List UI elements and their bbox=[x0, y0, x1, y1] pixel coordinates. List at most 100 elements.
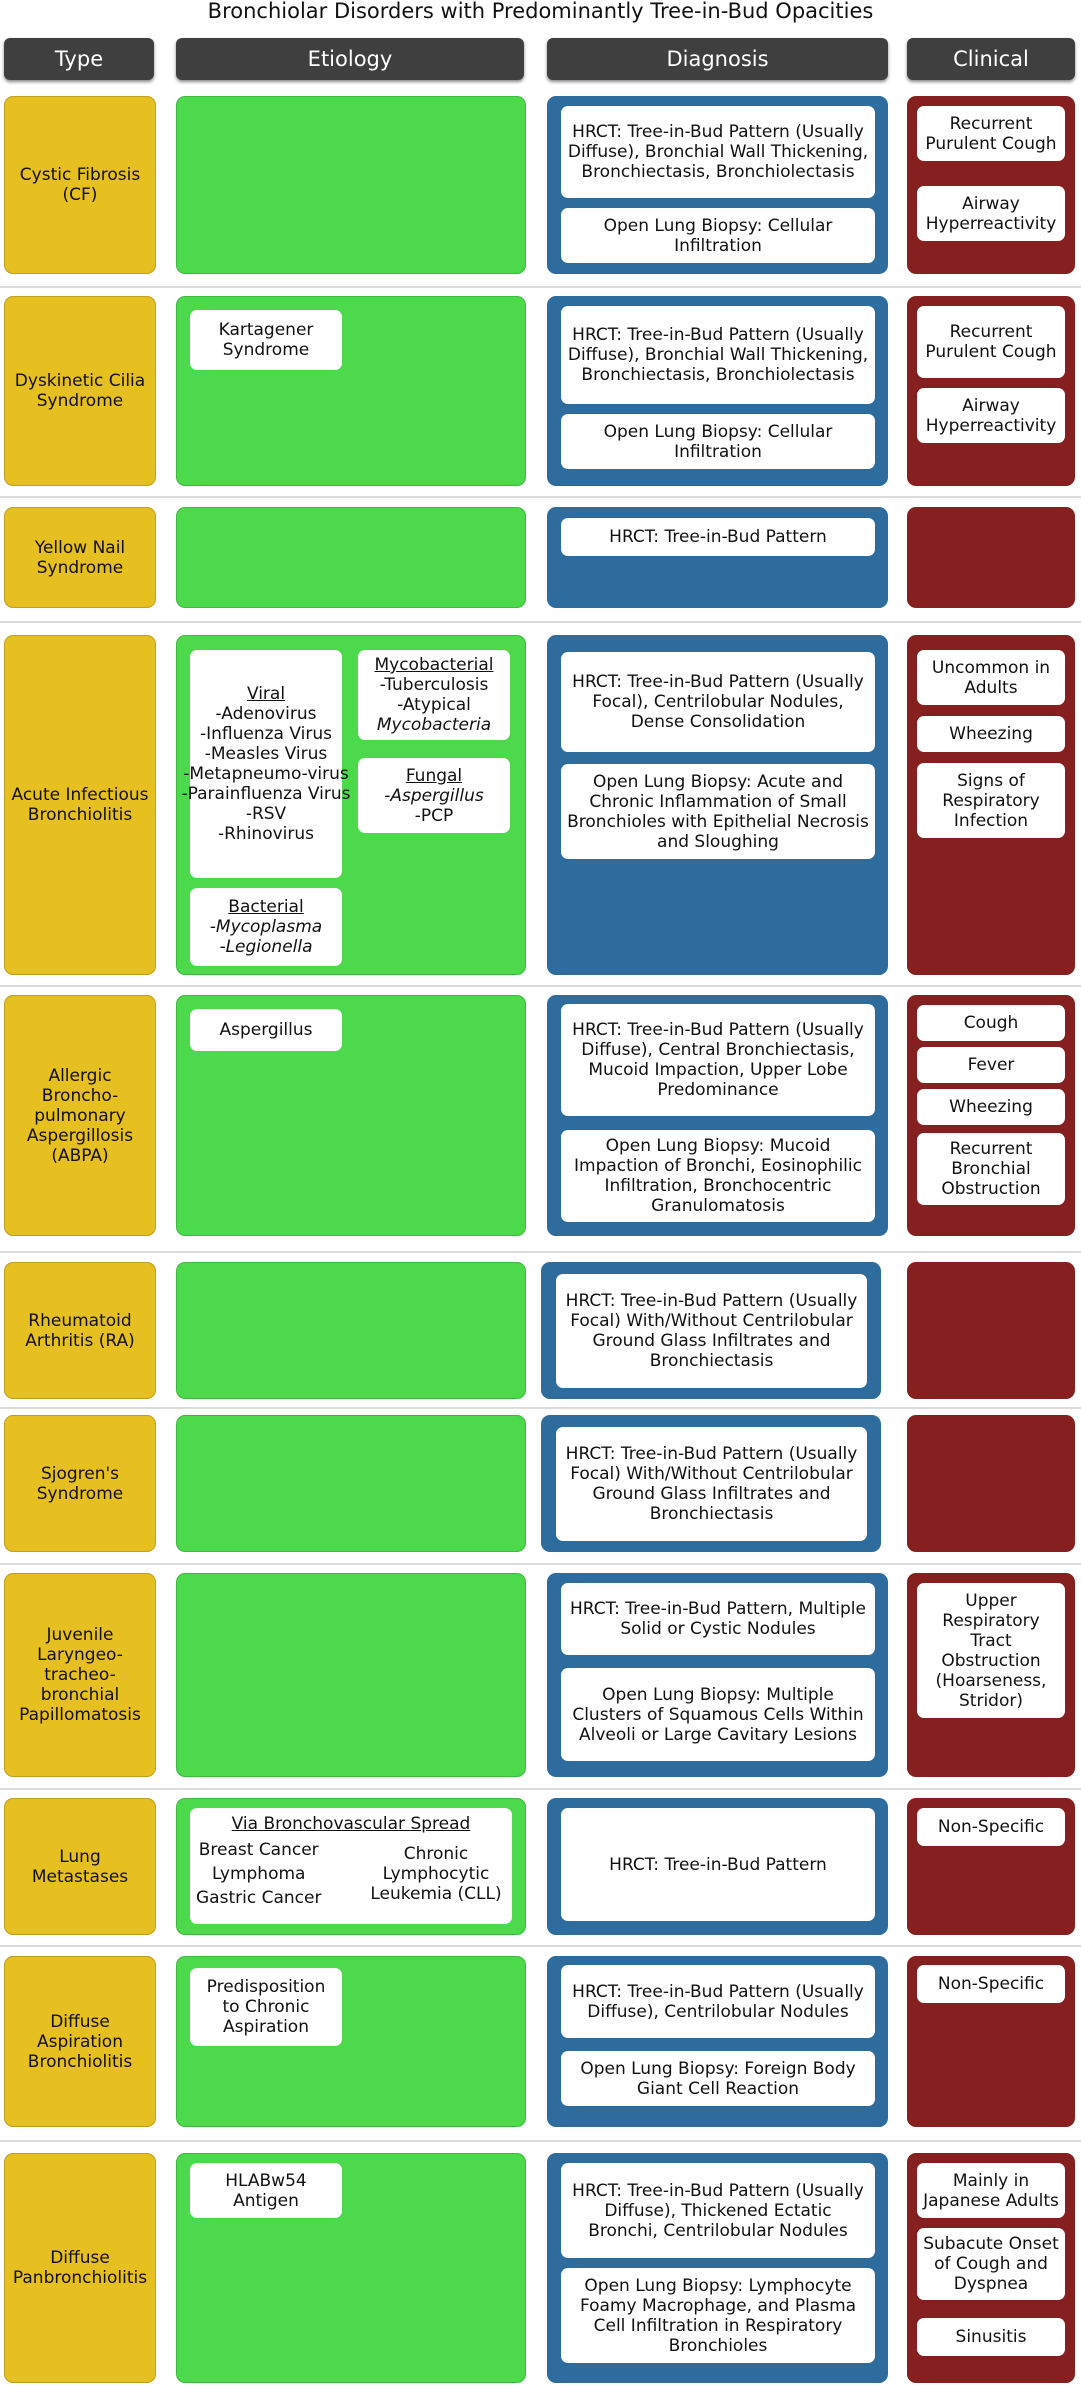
etiology-spread-item: Gastric Cancer bbox=[196, 1888, 322, 1908]
clinical-card: Airway Hyperreactivity bbox=[917, 186, 1065, 241]
clinical-card: Mainly in Japanese Adults bbox=[917, 2163, 1065, 2218]
etiology-card: HLABw54 Antigen bbox=[190, 2163, 342, 2218]
row-separator bbox=[0, 2140, 1081, 2142]
diagnosis-card: HRCT: Tree-in-Bud Pattern (Usually Focal… bbox=[561, 652, 875, 752]
etiology-group-item: Mycobacteria bbox=[376, 715, 492, 735]
diagnosis-card: HRCT: Tree-in-Bud Pattern (Usually Diffu… bbox=[561, 1004, 875, 1116]
etiology-card: Predisposition to Chronic Aspiration bbox=[190, 1968, 342, 2046]
type-box: Juvenile Laryngeo-tracheo-bronchial Papi… bbox=[4, 1573, 156, 1777]
type-box: Sjogren's Syndrome bbox=[4, 1415, 156, 1552]
diagnosis-card: HRCT: Tree-in-Bud Pattern (Usually Diffu… bbox=[561, 106, 875, 198]
header-diagnosis: Diagnosis bbox=[547, 38, 888, 80]
row-separator bbox=[0, 286, 1081, 288]
etiology-card: Kartagener Syndrome bbox=[190, 310, 342, 370]
etiology-group-item: -Aspergillus bbox=[384, 785, 484, 806]
etiology-spread-right: Chronic Lymphocytic Leukemia (CLL) bbox=[370, 1844, 502, 1904]
type-box: Acute Infectious Bronchiolitis bbox=[4, 635, 156, 975]
etiology-group-item: -Influenza Virus bbox=[200, 724, 332, 744]
etiology-spread-item: Breast Cancer bbox=[198, 1840, 319, 1860]
etiology-box bbox=[176, 96, 526, 274]
etiology-group-item: -Legionella bbox=[219, 937, 313, 957]
clinical-box bbox=[907, 1262, 1075, 1399]
clinical-card: Cough bbox=[917, 1005, 1065, 1041]
etiology-group-item: -PCP bbox=[414, 805, 454, 826]
etiology-group-heading: Mycobacterial bbox=[374, 655, 494, 675]
row-separator bbox=[0, 1563, 1081, 1565]
type-box: Dyskinetic Cilia Syndrome bbox=[4, 296, 156, 486]
etiology-group-item: -Mycoplasma bbox=[209, 917, 323, 937]
etiology-spread-item: Lymphoma bbox=[211, 1864, 306, 1884]
clinical-card: Uncommon in Adults bbox=[917, 650, 1065, 705]
etiology-box bbox=[176, 1262, 526, 1399]
clinical-card: Non-Specific bbox=[917, 1965, 1065, 2003]
diagnosis-card: Open Lung Biopsy: Multiple Clusters of S… bbox=[561, 1668, 875, 1761]
clinical-card: Wheezing bbox=[917, 716, 1065, 752]
row-separator bbox=[0, 1407, 1081, 1409]
type-box: Allergic Broncho-pulmonary Aspergillosis… bbox=[4, 995, 156, 1236]
etiology-spread-heading: Via Bronchovascular Spread bbox=[231, 1814, 471, 1834]
diagnosis-card: HRCT: Tree-in-Bud Pattern (Usually Diffu… bbox=[561, 2163, 875, 2258]
clinical-box bbox=[907, 507, 1075, 608]
etiology-box bbox=[176, 1415, 526, 1552]
etiology-fungal-card: Fungal-Aspergillus-PCP bbox=[358, 758, 510, 833]
diagnosis-card: HRCT: Tree-in-Bud Pattern bbox=[561, 518, 875, 556]
header-clinical: Clinical bbox=[907, 38, 1075, 80]
diagnosis-card: HRCT: Tree-in-Bud Pattern (Usually Focal… bbox=[556, 1274, 867, 1388]
type-box: Cystic Fibrosis (CF) bbox=[4, 96, 156, 274]
type-box: Diffuse Aspiration Bronchiolitis bbox=[4, 1956, 156, 2127]
clinical-card: Recurrent Bronchial Obstruction bbox=[917, 1133, 1065, 1205]
row-separator bbox=[0, 496, 1081, 498]
clinical-card: Recurrent Purulent Cough bbox=[917, 306, 1065, 378]
etiology-group-item: -Tuberculosis bbox=[379, 675, 489, 695]
etiology-group-item: -Parainfluenza Virus bbox=[181, 784, 351, 804]
etiology-group-item: -Atypical bbox=[397, 695, 471, 715]
etiology-group-item: -Metapneumo-virus bbox=[183, 764, 349, 784]
etiology-box bbox=[176, 507, 526, 608]
etiology-group-heading: Fungal bbox=[405, 765, 463, 786]
etiology-group-item: -Rhinovirus bbox=[217, 824, 315, 844]
etiology-group-heading: Viral bbox=[246, 684, 286, 704]
type-box: Yellow Nail Syndrome bbox=[4, 507, 156, 608]
row-separator bbox=[0, 1945, 1081, 1947]
clinical-card: Sinusitis bbox=[917, 2318, 1065, 2356]
etiology-group-item: -RSV bbox=[245, 804, 287, 824]
etiology-card: Aspergillus bbox=[190, 1009, 342, 1051]
row-separator bbox=[0, 985, 1081, 987]
diagnosis-card: Open Lung Biopsy: Cellular Infiltration bbox=[561, 208, 875, 263]
diagnosis-card: Open Lung Biopsy: Mucoid Impaction of Br… bbox=[561, 1130, 875, 1222]
etiology-bacterial-card: Bacterial-Mycoplasma-Legionella bbox=[190, 888, 342, 966]
header-type: Type bbox=[4, 38, 154, 80]
diagnosis-card: HRCT: Tree-in-Bud Pattern (Usually Focal… bbox=[556, 1427, 867, 1541]
etiology-group-heading: Bacterial bbox=[228, 897, 304, 917]
etiology-group-item: -Adenovirus bbox=[215, 704, 317, 724]
clinical-card: Upper Respiratory Tract Obstruction (Hoa… bbox=[917, 1583, 1065, 1718]
clinical-card: Recurrent Purulent Cough bbox=[917, 106, 1065, 161]
diagnosis-card: Open Lung Biopsy: Lymphocyte Foamy Macro… bbox=[561, 2268, 875, 2363]
etiology-group-item: -Measles Virus bbox=[204, 744, 328, 764]
etiology-box bbox=[176, 1573, 526, 1777]
clinical-card: Airway Hyperreactivity bbox=[917, 388, 1065, 443]
clinical-card: Subacute Onset of Cough and Dyspnea bbox=[917, 2228, 1065, 2300]
clinical-card: Non-Specific bbox=[917, 1808, 1065, 1846]
type-box: Diffuse Panbronchiolitis bbox=[4, 2153, 156, 2383]
diagnosis-card: HRCT: Tree-in-Bud Pattern bbox=[561, 1808, 875, 1921]
clinical-box bbox=[907, 1415, 1075, 1552]
type-box: Rheumatoid Arthritis (RA) bbox=[4, 1262, 156, 1399]
diagnosis-card: Open Lung Biopsy: Cellular Infiltration bbox=[561, 414, 875, 469]
clinical-card: Signs of Respiratory Infection bbox=[917, 763, 1065, 838]
diagnosis-card: HRCT: Tree-in-Bud Pattern, Multiple Soli… bbox=[561, 1583, 875, 1655]
diagnosis-card: Open Lung Biopsy: Acute and Chronic Infl… bbox=[561, 764, 875, 859]
row-separator bbox=[0, 1788, 1081, 1790]
type-box: Lung Metastases bbox=[4, 1798, 156, 1935]
header-etiology: Etiology bbox=[176, 38, 524, 80]
clinical-card: Wheezing bbox=[917, 1089, 1065, 1125]
diagnosis-card: Open Lung Biopsy: Foreign Body Giant Cel… bbox=[561, 2051, 875, 2106]
diagnosis-card: HRCT: Tree-in-Bud Pattern (Usually Diffu… bbox=[561, 306, 875, 404]
figure-title: Bronchiolar Disorders with Predominantly… bbox=[207, 0, 874, 23]
etiology-viral-card: Viral-Adenovirus-Influenza Virus-Measles… bbox=[182, 650, 351, 878]
diagnosis-card: HRCT: Tree-in-Bud Pattern (Usually Diffu… bbox=[561, 1965, 875, 2038]
row-separator bbox=[0, 621, 1081, 623]
